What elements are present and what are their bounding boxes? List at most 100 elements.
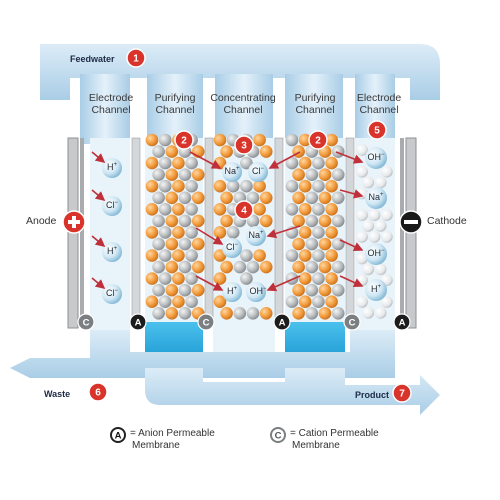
resin-bead (380, 165, 393, 178)
resin-bead (145, 226, 159, 239)
resin-bead (318, 168, 332, 181)
resin-bead (158, 203, 172, 216)
svg-text:7: 7 (399, 389, 405, 400)
cathode-label: Cathode (427, 215, 467, 227)
ion-na-right: Na+ (368, 192, 384, 202)
resin-bead (305, 168, 319, 181)
resin-bead (226, 226, 240, 239)
resin-bead (220, 260, 233, 274)
resin-bead (213, 179, 227, 193)
resin-bead (374, 176, 387, 189)
resin-bead (331, 214, 345, 228)
resin-bead (292, 168, 305, 181)
resin-beads-left (145, 133, 205, 320)
resin-bead (292, 191, 305, 205)
resin-bead (356, 252, 368, 265)
resin-bead (253, 249, 266, 262)
step-marker-5: 5 (367, 120, 387, 140)
resin-bead (292, 307, 305, 320)
resin-bead (318, 283, 332, 297)
resin-bead (158, 249, 172, 262)
resin-bead (172, 156, 185, 170)
svg-text:C: C (349, 318, 356, 329)
legend-anion-letter: A (115, 431, 122, 442)
ion-oh-right-2: OH− (367, 248, 385, 258)
resin-bead (312, 249, 325, 262)
resin-bead (259, 260, 273, 274)
resin-bead (185, 203, 198, 216)
resin-bead (292, 214, 305, 228)
resin-bead (368, 209, 381, 222)
resin-bead (246, 307, 260, 320)
resin-bead (233, 307, 247, 320)
resin-bead (318, 214, 332, 228)
step-marker-2: 2 (308, 130, 328, 150)
resin-beads-cathode-channel (356, 144, 393, 319)
resin-bead (325, 203, 338, 216)
resin-bead (305, 214, 319, 228)
resin-bead (191, 214, 205, 228)
resin-bead (325, 179, 338, 193)
step-marker-3: 3 (234, 135, 254, 155)
resin-bead (292, 145, 305, 158)
svg-text:5: 5 (374, 126, 380, 137)
ion-na-conc-2: Na+ (248, 230, 264, 240)
resin-bead (325, 249, 338, 262)
resin-bead (178, 168, 192, 181)
resin-bead (305, 283, 319, 297)
resin-bead (325, 295, 338, 309)
resin-bead (220, 214, 233, 228)
resin-bead (152, 260, 165, 274)
resin-bead (178, 307, 192, 320)
resin-bead (178, 283, 192, 297)
resin-bead (380, 296, 393, 308)
channel-inlets (80, 74, 395, 144)
outlet-pipes (10, 330, 440, 415)
channel-header-line2: Channel (155, 104, 195, 116)
resin-bead (152, 145, 165, 158)
resin-bead (165, 237, 179, 251)
resin-bead (246, 260, 260, 274)
resin-bead (145, 156, 159, 170)
resin-bead (362, 306, 375, 319)
svg-text:2: 2 (181, 136, 187, 147)
resin-bead (253, 133, 266, 147)
resin-bead (356, 144, 368, 156)
ion-oh-right-1: OH− (367, 152, 385, 162)
resin-bead (285, 249, 299, 262)
resin-bead (312, 156, 325, 170)
channel-header-line1: Purifying (294, 92, 336, 104)
resin-bead (152, 237, 165, 251)
resin-bead (285, 179, 299, 193)
svg-text:6: 6 (95, 388, 101, 399)
resin-bead (191, 237, 205, 251)
resin-bead (165, 307, 179, 320)
resin-bead (165, 168, 179, 181)
resin-bead (172, 272, 185, 285)
resin-bead (185, 295, 198, 309)
resin-bead (145, 133, 159, 147)
channel-header-line1: Concentrating (210, 92, 276, 104)
channel-header-line1: Purifying (154, 92, 196, 104)
resin-bead (145, 249, 159, 262)
ion-h-left-2: H+ (106, 246, 117, 256)
resin-bead (172, 226, 185, 239)
resin-bead (152, 168, 165, 181)
anode-label: Anode (26, 215, 57, 227)
step-marker-product: 7 (392, 383, 412, 403)
svg-text:3: 3 (241, 141, 247, 152)
resin-bead (240, 179, 253, 193)
resin-bead (292, 260, 305, 274)
resin-bead (259, 145, 273, 158)
resin-bead (331, 145, 345, 158)
resin-bead (298, 272, 312, 285)
resin-bead (145, 179, 159, 193)
resin-bead (185, 156, 198, 170)
ion-h-left-1: H+ (106, 162, 117, 172)
resin-bead (226, 179, 240, 193)
resin-bead (325, 156, 338, 170)
resin-bead (312, 272, 325, 285)
resin-bead (185, 272, 198, 285)
svg-text:C: C (83, 318, 90, 329)
